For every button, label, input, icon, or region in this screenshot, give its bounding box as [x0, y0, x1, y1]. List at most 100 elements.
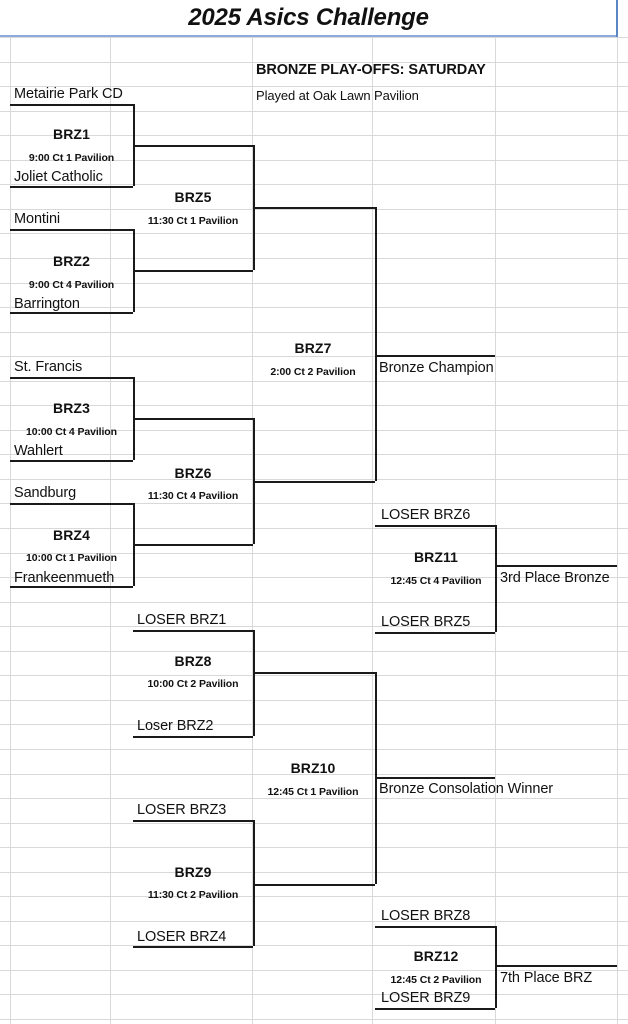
grid-row-line: [0, 479, 628, 480]
game-code-brz12: BRZ12: [413, 948, 459, 964]
grid-row-line: [0, 651, 628, 652]
grid-row-line: [0, 405, 628, 406]
slot-brz4-top[interactable]: Sandburg: [14, 485, 77, 501]
game-code-brz8: BRZ8: [174, 653, 212, 669]
game-time-brz10: 12:45 Ct 1 Pavilion: [267, 786, 359, 798]
grid-row-line: [0, 970, 628, 971]
brz6-top-feed: [133, 418, 253, 420]
grid-column-line: [617, 37, 618, 1024]
brz7-bottom-feed: [253, 481, 375, 483]
slot-brz8-top[interactable]: LOSER BRZ1: [137, 612, 227, 628]
brz4-top-rule: [10, 503, 133, 505]
event-title: BRONZE PLAY-OFFS: SATURDAY: [256, 62, 486, 78]
grid-row-line: [0, 553, 628, 554]
slot-brz2-bottom[interactable]: Barrington: [14, 296, 80, 312]
grid-row-line: [0, 921, 628, 922]
brz10-bottom-feed: [253, 884, 375, 886]
game-code-brz7: BRZ7: [294, 340, 332, 356]
slot-brz1-top[interactable]: Metairie Park CD: [14, 86, 123, 102]
grid-row-line: [0, 184, 628, 185]
seventh-place-brz-label[interactable]: 7th Place BRZ: [500, 970, 593, 986]
brz12-join: [495, 926, 497, 1008]
slot-brz4-bottom[interactable]: Frankeenmueth: [14, 570, 115, 586]
grid-row-line: [0, 1019, 628, 1020]
slot-brz11-top[interactable]: LOSER BRZ6: [381, 507, 471, 523]
third-place-bronze-label[interactable]: 3rd Place Bronze: [500, 570, 610, 586]
grid-row-line: [0, 209, 628, 210]
slot-brz9-bottom[interactable]: LOSER BRZ4: [137, 929, 227, 945]
grid-row-line: [0, 774, 628, 775]
bronze-champion-rule: [375, 355, 495, 357]
slot-brz2-top[interactable]: Montini: [14, 211, 61, 227]
grid-row-line: [0, 356, 628, 357]
grid-row-line: [0, 724, 628, 725]
brz3-bottom-rule: [10, 460, 133, 462]
grid-row-line: [0, 577, 628, 578]
bronze-consolation-rule: [375, 777, 495, 779]
game-time-brz1: 9:00 Ct 1 Pavilion: [28, 152, 115, 164]
grid-row-line: [0, 332, 628, 333]
slot-brz8-bottom[interactable]: Loser BRZ2: [137, 718, 214, 734]
bronze-champion-label[interactable]: Bronze Champion: [379, 360, 494, 376]
grid-row-line: [0, 675, 628, 676]
brz4-bottom-rule: [10, 586, 133, 588]
slot-brz12-bottom[interactable]: LOSER BRZ9: [381, 990, 471, 1006]
grid-column-line: [10, 37, 11, 1024]
brz8-top-rule: [133, 630, 253, 632]
brz2-top-rule: [10, 229, 133, 231]
grid-row-line: [0, 233, 628, 234]
game-code-brz10: BRZ10: [290, 760, 336, 776]
brz12-bottom-rule: [375, 1008, 495, 1010]
slot-brz3-top[interactable]: St. Francis: [14, 359, 83, 375]
grid-row-line: [0, 37, 628, 38]
grid-row-line: [0, 945, 628, 946]
brz9-top-rule: [133, 820, 253, 822]
grid-row-line: [0, 700, 628, 701]
brz8-bottom-rule: [133, 736, 253, 738]
game-time-brz6: 11:30 Ct 4 Pavilion: [147, 490, 239, 502]
brz5-top-feed: [133, 145, 253, 147]
slot-brz12-top[interactable]: LOSER BRZ8: [381, 908, 471, 924]
slot-brz11-bottom[interactable]: LOSER BRZ5: [381, 614, 471, 630]
brz7-top-feed: [253, 207, 375, 209]
brz9-join: [253, 820, 255, 946]
game-time-brz8: 10:00 Ct 2 Pavilion: [147, 678, 239, 690]
game-time-brz7: 2:00 Ct 2 Pavilion: [270, 366, 356, 378]
grid-row-line: [0, 872, 628, 873]
game-code-brz5: BRZ5: [174, 189, 212, 205]
grid-column-line: [110, 37, 111, 1024]
brz12-top-rule: [375, 926, 495, 928]
grid-row-line: [0, 847, 628, 848]
brz1-bottom-rule: [10, 186, 133, 188]
brz7-join: [375, 207, 377, 481]
slot-brz1-bottom[interactable]: Joliet Catholic: [14, 169, 103, 185]
game-code-brz11: BRZ11: [413, 549, 459, 565]
grid-row-line: [0, 430, 628, 431]
brz3-top-rule: [10, 377, 133, 379]
game-code-brz6: BRZ6: [174, 465, 212, 481]
brz1-top-rule: [10, 104, 133, 106]
game-time-brz12: 12:45 Ct 2 Pavilion: [390, 974, 482, 986]
brz11-bottom-rule: [375, 632, 495, 634]
bronze-consolation-winner-label[interactable]: Bronze Consolation Winner: [379, 781, 554, 797]
game-code-brz2: BRZ2: [53, 253, 90, 269]
grid-row-line: [0, 307, 628, 308]
title-band: 2025 Asics Challenge: [0, 0, 628, 37]
venue-note: Played at Oak Lawn Pavilion: [256, 88, 419, 103]
grid-row-line: [0, 111, 628, 112]
grid-row-line: [0, 135, 628, 136]
brz8-join: [253, 630, 255, 736]
grid-row-line: [0, 503, 628, 504]
game-time-brz11: 12:45 Ct 4 Pavilion: [390, 575, 482, 587]
brz6-bottom-feed: [133, 544, 253, 546]
slot-brz3-bottom[interactable]: Wahlert: [14, 443, 63, 459]
slot-brz9-top[interactable]: LOSER BRZ3: [137, 802, 227, 818]
game-time-brz2: 9:00 Ct 4 Pavilion: [28, 279, 115, 291]
game-code-brz1: BRZ1: [53, 126, 90, 142]
grid-row-line: [0, 258, 628, 259]
grid-row-line: [0, 86, 628, 87]
grid-row-line: [0, 160, 628, 161]
page-title: 2025 Asics Challenge: [188, 4, 429, 31]
